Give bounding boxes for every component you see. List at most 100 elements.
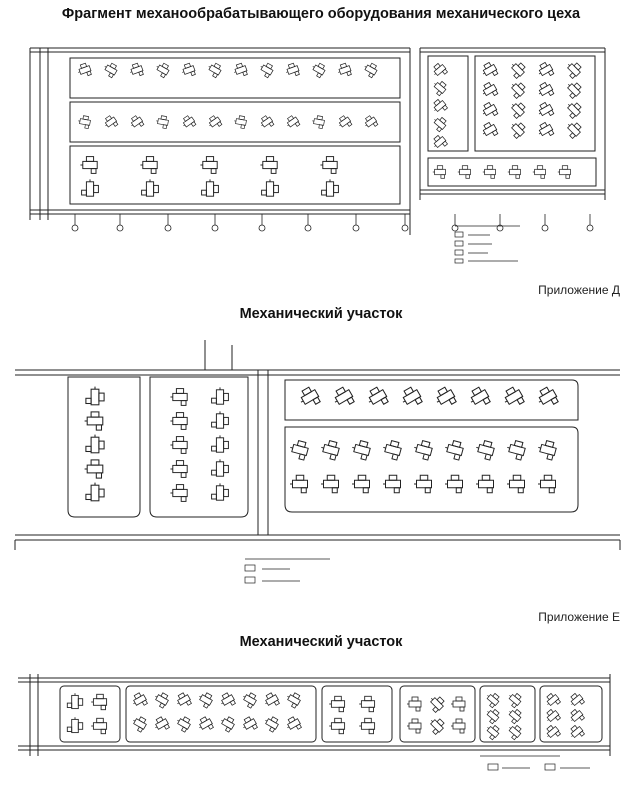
machine-tool-icon bbox=[511, 122, 526, 140]
machine-tool-icon bbox=[170, 436, 188, 454]
machine-tool-icon bbox=[199, 716, 214, 730]
machine-tool-icon bbox=[329, 717, 346, 735]
machine-tool-icon bbox=[430, 718, 445, 736]
machine-tool-icon bbox=[221, 716, 235, 733]
machine-tool-icon bbox=[476, 474, 494, 494]
machine-tool-icon bbox=[221, 692, 236, 706]
machine-tool-icon bbox=[414, 474, 432, 494]
column-axis-marker-icon bbox=[211, 224, 219, 232]
machine-tool-icon bbox=[211, 459, 229, 477]
column-axis-markers bbox=[71, 214, 594, 232]
machine-tool-icon bbox=[546, 724, 562, 739]
machine-tool-icon bbox=[261, 179, 279, 197]
machine-tool-icon bbox=[290, 439, 309, 461]
machine-tool-icon bbox=[511, 62, 526, 80]
machine-tool-icon bbox=[482, 165, 496, 179]
machine-tool-icon bbox=[312, 62, 326, 79]
machine-tool-icon bbox=[432, 165, 446, 179]
machine-tool-icon bbox=[177, 716, 191, 733]
machine-tool-icon bbox=[476, 439, 495, 461]
machine-tool-icon bbox=[66, 717, 84, 734]
machine-tool-icon bbox=[287, 692, 301, 709]
machine-tool-icon bbox=[104, 62, 118, 79]
machine-tool-icon bbox=[287, 716, 302, 730]
machine-tool-icon bbox=[538, 61, 555, 77]
machine-tool-icon bbox=[78, 62, 92, 77]
legend-box bbox=[480, 755, 590, 771]
machine-tool-icon bbox=[383, 439, 402, 461]
machine-tool-icon bbox=[208, 115, 223, 128]
machine-tool-icon bbox=[567, 62, 582, 80]
machine-tool-icon bbox=[290, 474, 308, 494]
machine-tool-icon bbox=[155, 692, 169, 709]
machine-tool-icon bbox=[104, 115, 119, 128]
machine-tool-icon bbox=[211, 435, 229, 453]
machine-tool-icon bbox=[482, 101, 499, 117]
column-axis-marker-icon bbox=[401, 224, 409, 232]
machine-tool-icon bbox=[201, 179, 219, 197]
column-axis-marker-icon bbox=[164, 224, 172, 232]
machine-tool-icon bbox=[260, 115, 275, 128]
appendix-label-e: Приложение Е bbox=[538, 610, 620, 624]
section-2-title: Механический участок bbox=[239, 306, 403, 322]
machine-tool-icon bbox=[200, 156, 218, 174]
machine-tool-icon bbox=[407, 696, 422, 712]
machine-tool-icon bbox=[234, 115, 247, 129]
machine-tool-icon bbox=[133, 692, 148, 706]
machine-tool-icon bbox=[430, 696, 445, 714]
machine-tool-icon bbox=[567, 102, 582, 120]
machine-tool-icon bbox=[170, 460, 188, 478]
machine-tool-icon bbox=[433, 80, 447, 97]
machine-tool-icon bbox=[84, 459, 104, 479]
machine-tool-icon bbox=[511, 82, 526, 100]
legend-box bbox=[244, 558, 330, 584]
machine-tool-icon bbox=[182, 62, 196, 77]
machine-tool-icon bbox=[570, 708, 586, 723]
machine-tool-icon bbox=[170, 412, 188, 430]
machine-tool-icon bbox=[538, 121, 555, 137]
floor-plan-section-2 bbox=[14, 340, 621, 584]
machine-tool-icon bbox=[211, 411, 229, 429]
machine-tool-icon bbox=[436, 386, 457, 405]
machine-tool-icon bbox=[199, 692, 213, 709]
machine-tool-icon bbox=[433, 116, 447, 133]
machine-tool-icon bbox=[334, 386, 355, 405]
machine-tool-icon bbox=[85, 386, 105, 406]
machine-tool-icon bbox=[482, 81, 499, 97]
machine-tool-icon bbox=[81, 179, 99, 197]
machine-tool-icon bbox=[508, 708, 522, 725]
building-outline bbox=[18, 674, 611, 756]
machine-tool-icon bbox=[364, 62, 378, 79]
machine-tool-icon bbox=[329, 695, 346, 713]
machine-tool-icon bbox=[368, 386, 389, 405]
machine-tool-icon bbox=[352, 439, 371, 461]
machine-tool-icon bbox=[433, 62, 449, 77]
column-axis-marker-icon bbox=[352, 224, 360, 232]
legend-symbol-icon bbox=[454, 249, 464, 256]
machine-tool-icon bbox=[155, 716, 170, 730]
floor-plan-section-1 bbox=[29, 47, 606, 264]
machine-tool-icon bbox=[243, 692, 257, 709]
column-axis-marker-icon bbox=[541, 224, 549, 232]
machine-tool-icon bbox=[507, 165, 521, 179]
machine-tool-icon bbox=[243, 716, 258, 730]
machine-tool-icon bbox=[567, 122, 582, 140]
machine-tool-icon bbox=[260, 156, 278, 174]
machine-tool-icon bbox=[320, 156, 338, 174]
machine-tool-icon bbox=[141, 179, 159, 197]
machine-tool-icon bbox=[286, 62, 300, 77]
machine-tool-icon bbox=[265, 716, 279, 733]
machine-tool-icon bbox=[433, 134, 449, 149]
machine-tool-icon bbox=[130, 115, 145, 128]
appendix-label-d: Приложение Д bbox=[538, 283, 620, 297]
machine-tool-icon bbox=[532, 165, 546, 179]
machine-tool-icon bbox=[482, 121, 499, 137]
machine-tool-icon bbox=[511, 102, 526, 120]
machine-tool-icon bbox=[451, 718, 466, 734]
column-axis-marker-icon bbox=[304, 224, 312, 232]
machine-tool-icon bbox=[508, 724, 522, 741]
machine-tool-icon bbox=[546, 692, 562, 707]
machine-tool-icon bbox=[260, 62, 274, 79]
machine-tools-group-2 bbox=[84, 386, 559, 502]
machine-tool-icon bbox=[486, 692, 500, 709]
